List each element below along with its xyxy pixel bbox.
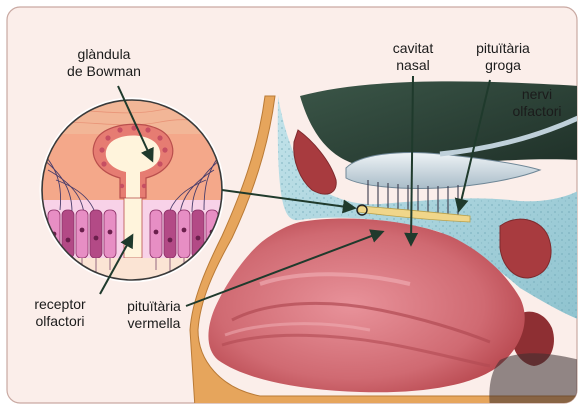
nasal-cross-section — [189, 81, 577, 403]
arrow-yellow-pituitary — [454, 79, 491, 213]
olfactory-nerve-fibers — [367, 180, 459, 217]
label-red-pituitary: pituïtària vermella — [127, 298, 181, 331]
label-olfactory-receptor: receptor olfactori — [34, 296, 86, 329]
brain-tissue — [300, 81, 577, 173]
arrow-receptor — [99, 233, 134, 295]
arrow-bowman — [117, 85, 154, 163]
label-nasal-cavity: cavitat nasal — [392, 40, 434, 73]
zoom-arrow — [221, 189, 357, 214]
sphenoid-sinus — [499, 218, 552, 279]
arrow-red-pituitary — [185, 229, 385, 307]
olfactory-tract — [439, 115, 577, 157]
label-bowman-gland: glàndula de Bowman — [67, 46, 141, 79]
olfactory-bulb — [345, 152, 542, 189]
frontal-sinus — [293, 129, 337, 195]
leader-arrows — [99, 75, 491, 307]
yellow-pituitary-strip — [357, 205, 471, 223]
nasal-cavity-mucosa — [208, 218, 525, 393]
nose-cartilage — [189, 95, 577, 403]
label-yellow-pituitary: pituïtària groga — [476, 40, 530, 73]
arrow-nasal-cavity — [404, 75, 419, 247]
zoom-marker-circle — [356, 204, 368, 216]
label-olfactory-nerve: nervi olfactori — [512, 86, 562, 119]
